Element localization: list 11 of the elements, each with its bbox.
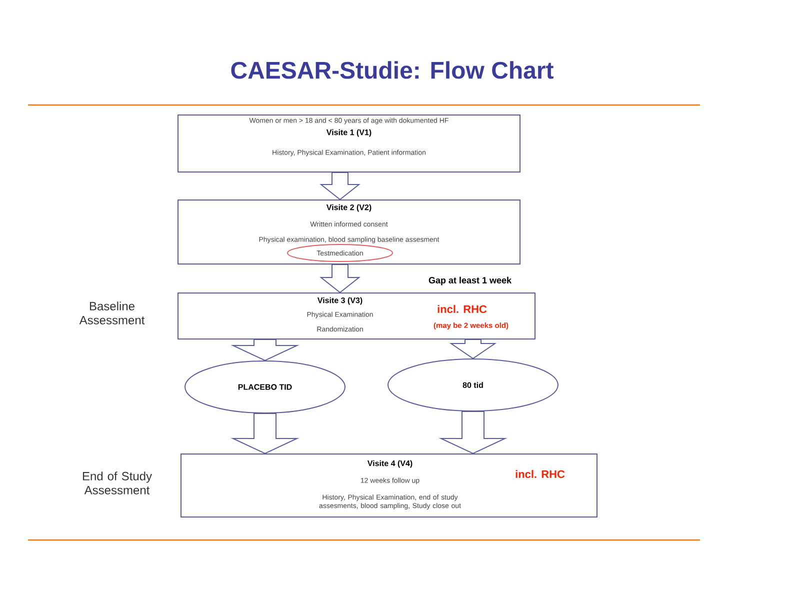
ellipse-node: 80 tid	[388, 358, 558, 412]
ellipse-node: PLACEBO TID	[184, 360, 346, 414]
side-label: End of Study Assessment	[82, 472, 152, 494]
block-arrow	[449, 339, 497, 360]
block-arrow	[230, 413, 300, 454]
title: CAESAR-Studie: Flow Chart	[231, 61, 554, 79]
block-arrow	[438, 411, 508, 454]
side-label: Baseline Assessment	[79, 302, 145, 324]
block-arrow	[320, 172, 360, 200]
block-arrow	[320, 264, 360, 294]
block-arrow	[230, 339, 300, 362]
